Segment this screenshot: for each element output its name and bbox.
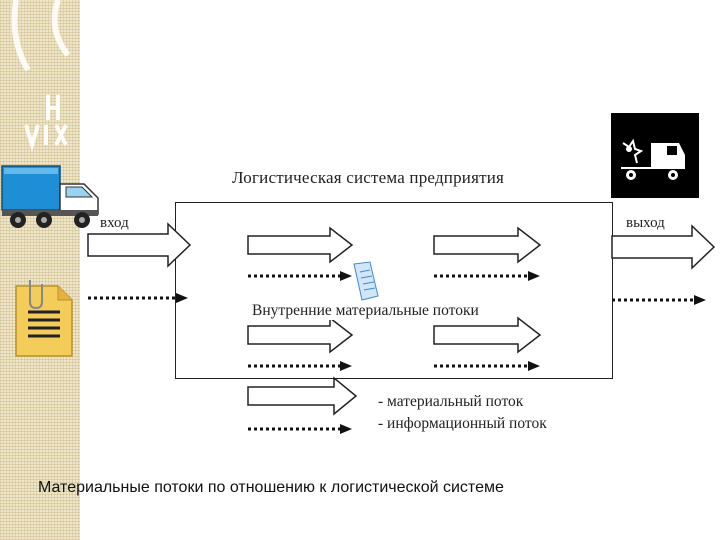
legend-material-label: - материальный поток <box>378 393 524 410</box>
arrowhead <box>694 295 706 305</box>
internal-material-arrow <box>433 316 542 354</box>
internal-material-arrow <box>433 226 542 264</box>
internal-material-arrow <box>247 316 354 354</box>
document-icon <box>353 261 379 301</box>
document-icon <box>15 280 73 357</box>
input-label: вход <box>100 215 129 231</box>
system-title: Логистическая система предприятия <box>232 168 505 187</box>
legend-information-label: - информационный поток <box>378 415 547 432</box>
arrowhead <box>528 271 540 281</box>
arrowhead <box>528 361 540 371</box>
truck-silhouette-icon <box>621 138 685 180</box>
arrowhead <box>340 361 352 371</box>
output-label: выход <box>626 215 665 231</box>
input-material-arrow <box>87 222 192 268</box>
internal-flows-label: Внутренние материальные потоки <box>250 302 481 320</box>
output-truck-panel <box>611 113 699 198</box>
arrowhead <box>340 271 352 281</box>
side-decor-pattern <box>0 0 80 540</box>
internal-material-arrow <box>247 226 354 264</box>
slide-caption: Материальные потоки по отношению к логис… <box>38 479 504 496</box>
logistic-system-box <box>175 202 613 379</box>
arrowhead <box>176 293 188 303</box>
output-material-arrow <box>611 224 716 270</box>
arrowhead <box>340 424 352 434</box>
university-logo-icon <box>11 0 71 152</box>
blue-truck-icon <box>1 165 99 228</box>
legend-material-arrow <box>247 376 358 416</box>
